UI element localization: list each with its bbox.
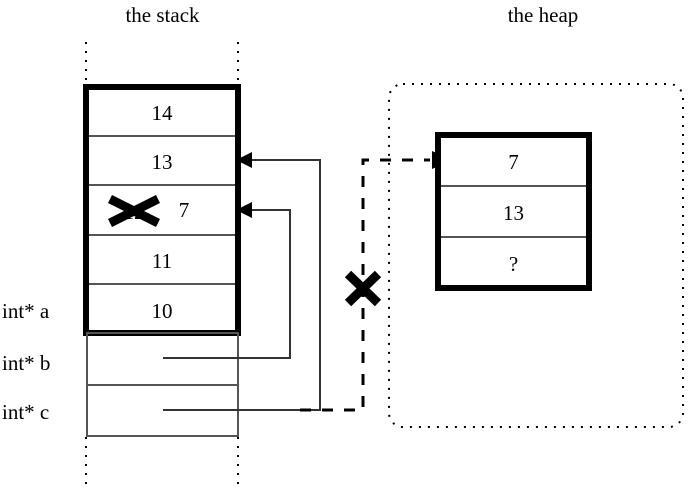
pointer-arrow-a <box>163 152 321 411</box>
heap-cell-value-1: 13 <box>503 201 524 225</box>
struck-value-x-mark <box>107 194 161 228</box>
stack-cell-value-1: 13 <box>151 150 173 174</box>
heap-region-boundary <box>388 83 684 428</box>
stack-var-label-b: int* b <box>2 351 51 375</box>
stack-cell-value-4: 10 <box>151 299 173 323</box>
stack-var-label-c: int* c <box>2 400 50 424</box>
heap-cell-value-0: 7 <box>508 150 519 174</box>
pointer-arrow-b <box>163 202 291 359</box>
stack-cell-value-2-replacement: 7 <box>178 198 190 222</box>
stack-title: the stack <box>125 3 200 27</box>
broken-pointer-x-mark <box>344 270 382 307</box>
stack-var-label-a: int* a <box>2 299 50 323</box>
stack-cell-value-2-struck: 12 <box>123 200 145 224</box>
heap-title: the heap <box>507 3 579 27</box>
stack-cell-value-0: 14 <box>151 101 173 125</box>
stack-cell-value-3: 11 <box>151 249 173 273</box>
heap-cell-value-2: ? <box>508 252 519 276</box>
heap-value-box <box>435 132 592 291</box>
